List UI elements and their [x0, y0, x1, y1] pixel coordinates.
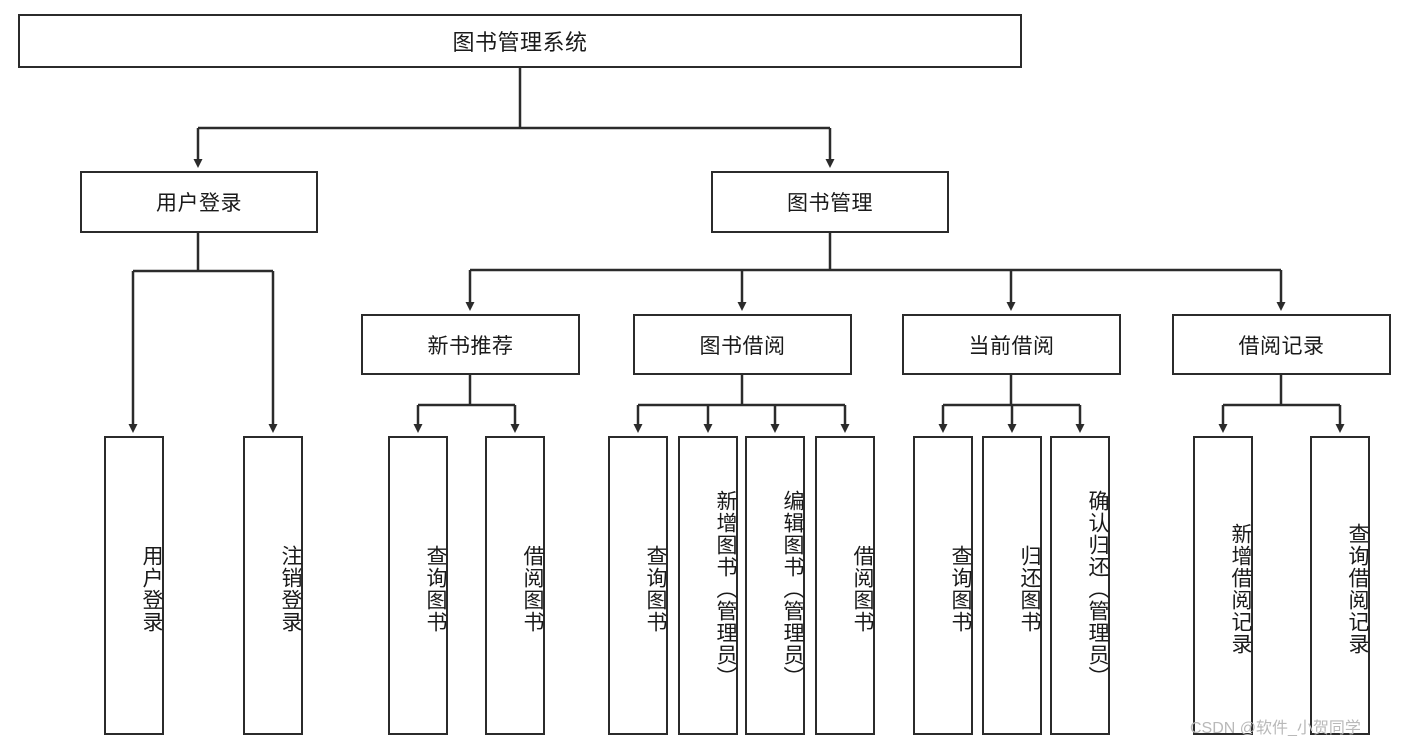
node-leaf-edit-book-label: 编辑图书（管理员） — [781, 489, 804, 688]
node-leaf-query-book-3-label: 查询图书 — [949, 544, 972, 633]
node-borrow-record[interactable]: 借阅记录 — [1172, 314, 1391, 375]
node-book-borrow-label: 图书借阅 — [699, 334, 786, 358]
node-leaf-add-book-label: 新增图书（管理员） — [714, 489, 737, 688]
node-leaf-user-login[interactable]: 用户登录 — [104, 436, 164, 735]
node-new-book-recommend[interactable]: 新书推荐 — [361, 314, 580, 375]
node-user-login-label: 用户登录 — [156, 192, 242, 215]
node-leaf-add-record-label: 新增借阅记录 — [1229, 522, 1252, 655]
node-leaf-query-book-2-label: 查询图书 — [644, 544, 667, 633]
node-leaf-borrow-book-1[interactable]: 借阅图书 — [485, 436, 545, 735]
node-leaf-add-record[interactable]: 新增借阅记录 — [1193, 436, 1253, 735]
node-leaf-logout[interactable]: 注销登录 — [243, 436, 303, 735]
node-leaf-query-book-1-label: 查询图书 — [424, 544, 447, 633]
csdn-watermark: CSDN @软件_小贺同学 — [1190, 720, 1361, 737]
node-current-borrow-label: 当前借阅 — [968, 334, 1055, 358]
node-root[interactable]: 图书管理系统 — [18, 14, 1022, 68]
node-leaf-query-book-3[interactable]: 查询图书 — [913, 436, 973, 735]
node-user-login[interactable]: 用户登录 — [80, 171, 318, 233]
node-borrow-record-label: 借阅记录 — [1238, 334, 1325, 358]
node-leaf-add-book[interactable]: 新增图书（管理员） — [678, 436, 738, 735]
node-leaf-query-record-label: 查询借阅记录 — [1346, 522, 1369, 655]
node-book-borrow[interactable]: 图书借阅 — [633, 314, 852, 375]
node-leaf-confirm-return-label: 确认归还（管理员） — [1086, 489, 1109, 688]
node-leaf-borrow-book-2[interactable]: 借阅图书 — [815, 436, 875, 735]
node-leaf-edit-book[interactable]: 编辑图书（管理员） — [745, 436, 805, 735]
node-leaf-return-book-label: 归还图书 — [1018, 544, 1041, 633]
node-leaf-query-book-1[interactable]: 查询图书 — [388, 436, 448, 735]
node-leaf-borrow-book-1-label: 借阅图书 — [521, 544, 544, 633]
node-leaf-return-book[interactable]: 归还图书 — [982, 436, 1042, 735]
node-current-borrow[interactable]: 当前借阅 — [902, 314, 1121, 375]
node-root-label: 图书管理系统 — [452, 30, 588, 55]
node-leaf-user-login-label: 用户登录 — [140, 544, 163, 633]
node-leaf-borrow-book-2-label: 借阅图书 — [851, 544, 874, 633]
node-new-book-recommend-label: 新书推荐 — [427, 334, 514, 358]
node-leaf-confirm-return[interactable]: 确认归还（管理员） — [1050, 436, 1110, 735]
node-book-management-label: 图书管理 — [787, 192, 873, 215]
node-leaf-query-record[interactable]: 查询借阅记录 — [1310, 436, 1370, 735]
node-leaf-logout-label: 注销登录 — [279, 544, 302, 633]
node-leaf-query-book-2[interactable]: 查询图书 — [608, 436, 668, 735]
node-book-management[interactable]: 图书管理 — [711, 171, 949, 233]
